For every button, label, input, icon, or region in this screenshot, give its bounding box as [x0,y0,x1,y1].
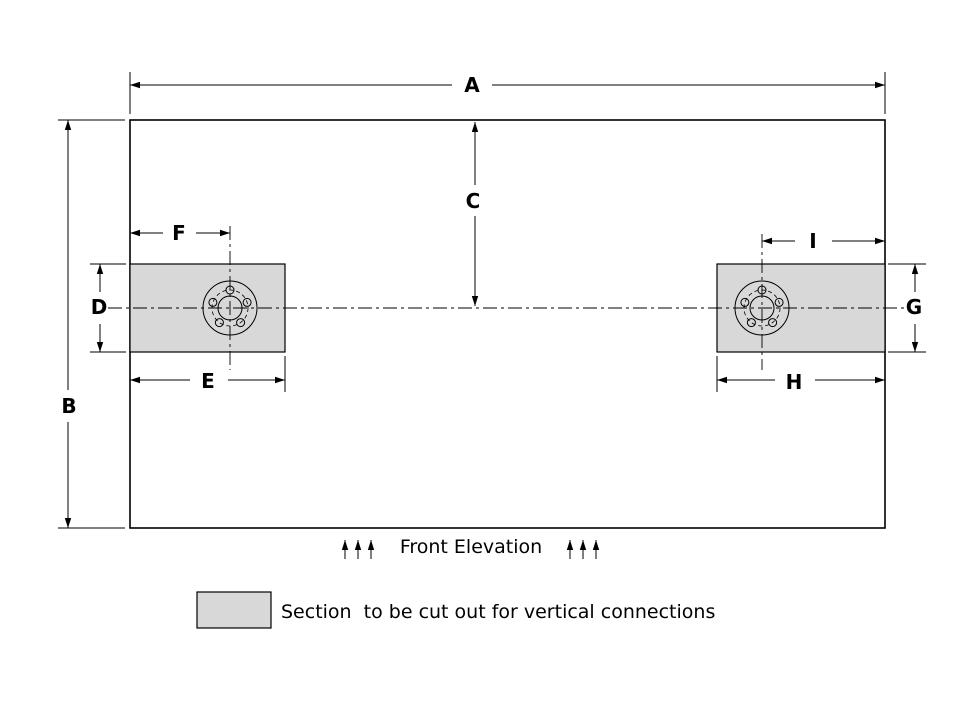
dimension-label-e: E [201,369,215,393]
dimension-label-c: C [466,189,481,213]
dimension-label-g: G [906,295,922,319]
dimension-label-h: H [786,370,803,394]
dimension-label-a: A [464,73,480,97]
legend-swatch [196,591,272,629]
legend: Section to be cut out for vertical conne… [196,591,715,629]
caption-group: Front Elevation [341,536,600,559]
dimension-h: H [716,356,886,394]
flange-left-bolt-hole [214,318,224,328]
flange-right-bolt-hole [768,318,778,328]
dimension-d: D [90,263,126,353]
dimension-e: E [129,356,286,393]
dimension-g: G [888,263,926,353]
dimension-label-i: I [809,229,816,253]
flange-right-bolt-hole [774,297,784,307]
flange-right-outer-circle [734,280,790,336]
flange-left-bolt-hole [236,318,246,328]
flange-left-outer-circle [202,280,258,336]
up-arrows-left [341,540,375,559]
drawing-caption: Front Elevation [400,536,542,558]
dimension-f: F [130,221,230,245]
flange-right-bolt-circle [743,289,781,327]
flange-left-bore-circle [217,295,243,321]
flange-right [734,280,790,336]
flange-left-bolt-hole [208,297,218,307]
flange-right-bolt-hole [740,297,750,307]
dimension-label-b: B [61,394,76,418]
flange-right-bolt-hole [746,318,756,328]
flange-left [202,280,258,336]
dimension-label-d: D [91,295,108,319]
flange-left-bolt-hole [242,297,252,307]
dimension-b: B [58,119,125,529]
dimension-i: I [762,229,885,253]
flange-right-bolt-hole [757,285,767,295]
up-arrows-right [566,540,600,559]
dimension-a: A [129,72,886,114]
flange-right-bore-circle [749,295,775,321]
flange-left-bolt-hole [225,285,235,295]
legend-text: Section to be cut out for vertical conne… [281,601,715,623]
dimension-c: C [466,122,481,306]
flange-left-bolt-circle [211,289,249,327]
dimension-label-f: F [172,221,186,245]
